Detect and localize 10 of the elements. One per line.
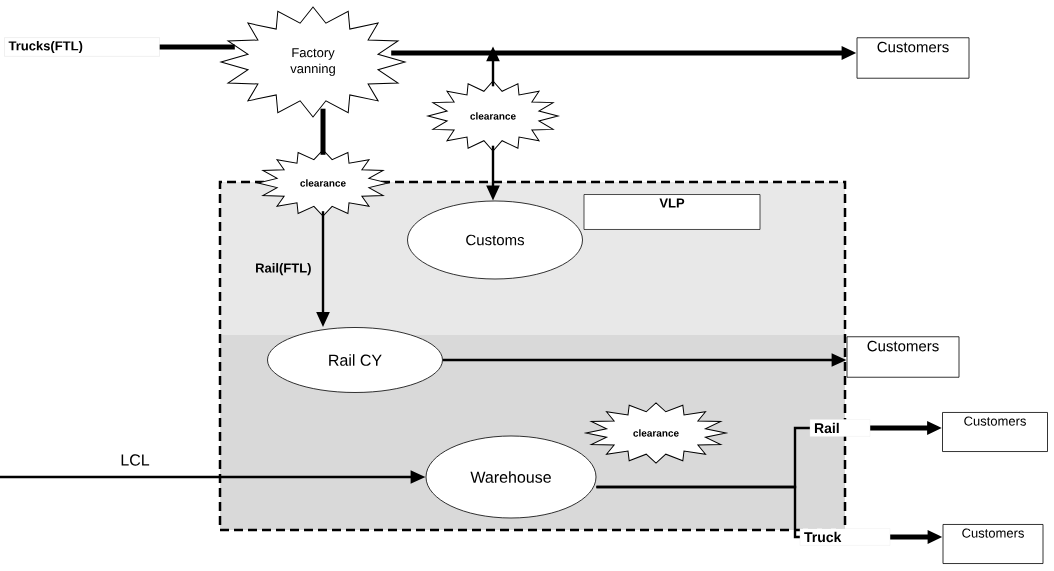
text-label: Rail <box>809 419 871 437</box>
text-label: Truck <box>799 528 891 546</box>
edge-label: Rail(FTL) <box>256 263 311 276</box>
customer-box: Customers <box>942 412 1048 452</box>
edge-label: LCL <box>121 454 150 466</box>
label-box: VLP <box>583 194 761 230</box>
customer-box: Customers <box>856 37 970 79</box>
text-label: Trucks(FTL) <box>4 37 160 57</box>
customer-box: Customers <box>942 524 1044 564</box>
customer-box: Customers <box>846 336 960 378</box>
